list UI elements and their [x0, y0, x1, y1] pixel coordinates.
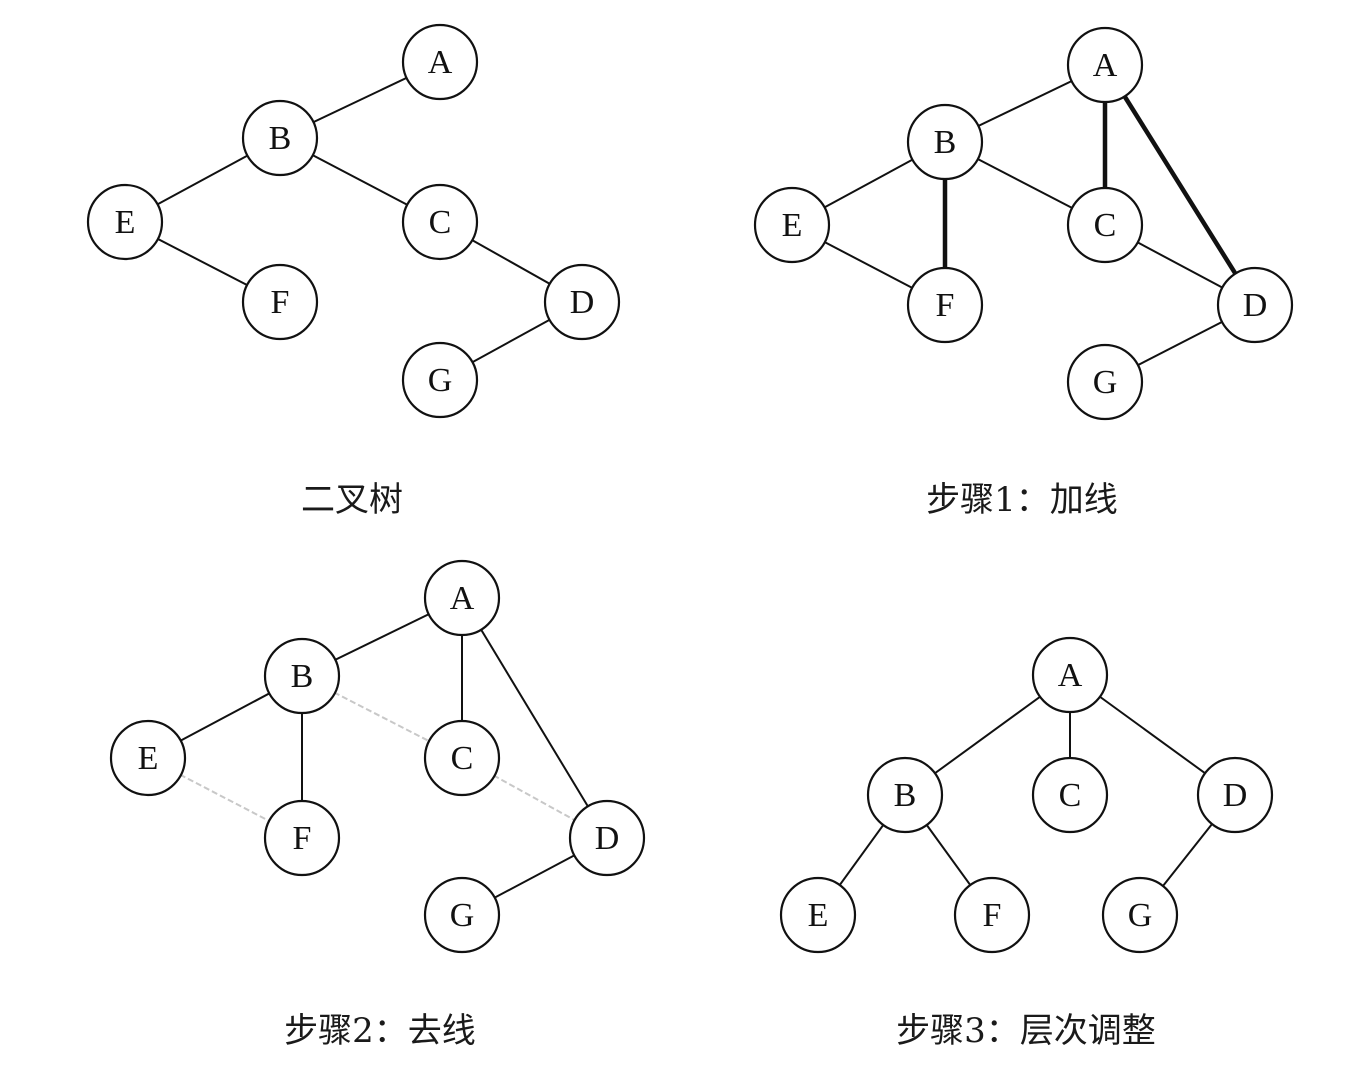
node-circle	[1066, 26, 1144, 104]
node-C: C	[1066, 186, 1144, 264]
node-circle	[568, 799, 646, 877]
node-circle	[86, 183, 164, 261]
node-circle	[241, 99, 319, 177]
caption-step1: 步骤1：加线	[926, 480, 1118, 520]
node-C: C	[423, 719, 501, 797]
node-label: B	[269, 120, 292, 157]
caption-step3: 步骤3：层次调整	[896, 1011, 1156, 1051]
node-label: C	[1059, 777, 1082, 814]
node-label: C	[451, 740, 474, 777]
panel-0: A B C D E F G	[86, 23, 621, 419]
node-label: E	[115, 204, 136, 241]
node-label: B	[934, 124, 957, 161]
node-circle	[1216, 266, 1294, 344]
node-label: G	[1093, 364, 1118, 401]
node-G: G	[1066, 343, 1144, 421]
node-G: G	[1101, 876, 1179, 954]
node-label: F	[936, 287, 955, 324]
node-G: G	[401, 341, 479, 419]
node-circle	[241, 263, 319, 341]
node-label: D	[1223, 777, 1248, 814]
node-label: C	[1094, 207, 1117, 244]
node-B: B	[263, 637, 341, 715]
node-label: B	[291, 658, 314, 695]
node-B: B	[241, 99, 319, 177]
node-label: D	[570, 284, 595, 321]
node-label: E	[808, 897, 829, 934]
node-label: C	[429, 204, 452, 241]
node-label: G	[428, 362, 453, 399]
node-label: F	[271, 284, 290, 321]
node-label: G	[450, 897, 475, 934]
caption-step2: 步骤2：去线	[284, 1011, 476, 1051]
node-circle	[779, 876, 857, 954]
node-label: D	[1243, 287, 1268, 324]
node-circle	[423, 559, 501, 637]
node-circle	[1066, 186, 1144, 264]
node-circle	[423, 876, 501, 954]
node-G: G	[423, 876, 501, 954]
node-circle	[906, 266, 984, 344]
node-label: E	[782, 207, 803, 244]
node-circle	[1031, 756, 1109, 834]
node-C: C	[1031, 756, 1109, 834]
node-circle	[1031, 636, 1109, 714]
node-label: E	[138, 740, 159, 777]
node-circle	[906, 103, 984, 181]
node-D: D	[1216, 266, 1294, 344]
node-circle	[423, 719, 501, 797]
node-circle	[1196, 756, 1274, 834]
node-B: B	[866, 756, 944, 834]
node-label: G	[1128, 897, 1153, 934]
node-label: F	[293, 820, 312, 857]
node-circle	[109, 719, 187, 797]
node-B: B	[906, 103, 984, 181]
node-label: F	[983, 897, 1002, 934]
node-circle	[263, 799, 341, 877]
node-circle	[543, 263, 621, 341]
node-label: A	[1058, 657, 1083, 694]
node-circle	[753, 186, 831, 264]
node-F: F	[263, 799, 341, 877]
node-circle	[1066, 343, 1144, 421]
node-circle	[866, 756, 944, 834]
node-F: F	[906, 266, 984, 344]
node-E: E	[779, 876, 857, 954]
node-label: A	[428, 44, 453, 81]
panel-2: A B C D E F G	[109, 559, 646, 954]
edge-A-D	[461, 597, 608, 839]
node-A: A	[1031, 636, 1109, 714]
edge-A-D	[1103, 63, 1257, 307]
node-circle	[263, 637, 341, 715]
node-D: D	[1196, 756, 1274, 834]
node-D: D	[568, 799, 646, 877]
node-A: A	[401, 23, 479, 101]
node-A: A	[1066, 26, 1144, 104]
node-E: E	[109, 719, 187, 797]
node-A: A	[423, 559, 501, 637]
node-circle	[401, 23, 479, 101]
node-circle	[401, 183, 479, 261]
panel-3: A B C D E F G	[779, 636, 1274, 954]
panel-1: A B C D E F G	[753, 26, 1294, 421]
node-circle	[1101, 876, 1179, 954]
node-D: D	[543, 263, 621, 341]
node-C: C	[401, 183, 479, 261]
node-label: D	[595, 820, 620, 857]
node-label: A	[1093, 47, 1118, 84]
node-label: A	[450, 580, 475, 617]
node-E: E	[753, 186, 831, 264]
node-E: E	[86, 183, 164, 261]
node-circle	[401, 341, 479, 419]
node-circle	[953, 876, 1031, 954]
caption-binary-tree: 二叉树	[301, 480, 403, 520]
node-F: F	[241, 263, 319, 341]
node-label: B	[894, 777, 917, 814]
node-F: F	[953, 876, 1031, 954]
